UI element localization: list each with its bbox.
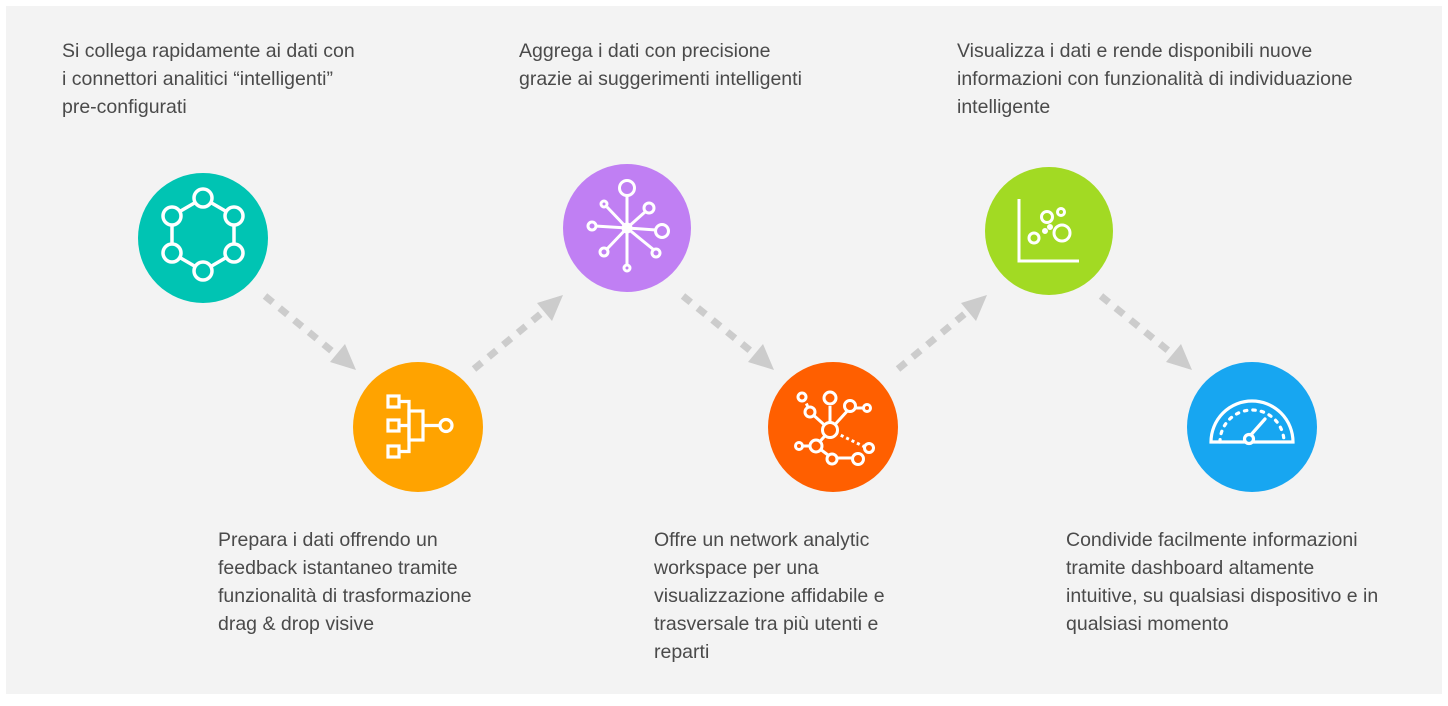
arrow-2-to-3: [471, 295, 563, 372]
hub-spokes-icon: [586, 179, 670, 273]
arrow-3-to-4: [680, 293, 774, 370]
arrow-5-to-6: [1098, 293, 1192, 370]
step-1-caption: Si collega rapidamente ai dati con i con…: [62, 40, 355, 118]
step-6-caption: Condivide facilmente informazioni tramit…: [1066, 529, 1379, 635]
step-5-node: [985, 167, 1113, 295]
step-4-caption: Offre un network analytic workspace per …: [654, 529, 885, 663]
connector-arrows: [262, 293, 1192, 372]
circular-network-icon: [161, 187, 245, 282]
step-3-caption: Aggrega i dati con precisione grazie ai …: [519, 40, 802, 90]
step-2-caption: Prepara i dati offrendo un feedback ista…: [218, 529, 472, 635]
step-6-node: [1187, 362, 1317, 492]
workflow-tree-icon: [386, 394, 454, 459]
step-3-node: [563, 164, 691, 292]
step-1-node: [138, 173, 268, 303]
step-5-caption: Visualizza i dati e rende disponibili nu…: [957, 40, 1353, 118]
diagram-panel: [6, 6, 1442, 694]
dashboard-gauge-icon: [1209, 399, 1295, 446]
step-2-node: [353, 362, 483, 492]
arrow-4-to-5: [895, 295, 987, 372]
arrow-1-to-2: [262, 293, 356, 370]
scatter-chart-icon: [1017, 199, 1079, 263]
step-4-node: [768, 362, 898, 492]
network-graph-icon: [794, 390, 875, 466]
